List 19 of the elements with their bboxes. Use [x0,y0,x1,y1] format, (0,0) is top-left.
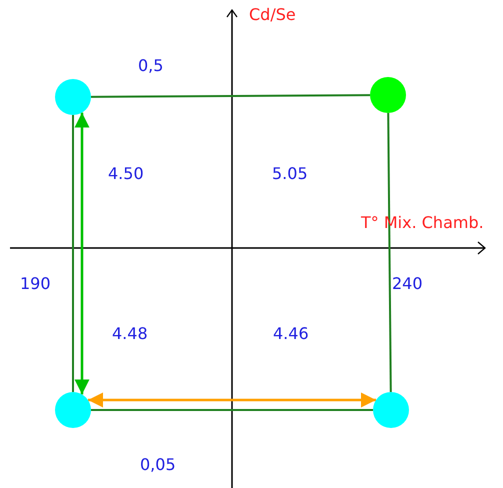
connector-line [72,115,74,392]
circle-marker [373,392,409,428]
value-label: 190 [20,275,51,293]
circle-marker [55,392,91,428]
value-label: 4.46 [273,325,309,343]
connector-line [91,94,370,98]
axis-label: Cd/Se [249,6,296,24]
value-label: 5.05 [272,165,308,183]
circle-marker [55,79,91,115]
arrow [74,112,90,394]
connector-line [91,409,373,411]
value-label: 4.48 [112,325,148,343]
value-label: 0,05 [140,456,176,474]
arrow [88,392,376,408]
connector-line [387,113,392,392]
value-label: 4.50 [108,165,144,183]
value-label: 240 [392,275,423,293]
circle-marker [370,77,406,113]
value-label: 0,5 [138,57,164,75]
